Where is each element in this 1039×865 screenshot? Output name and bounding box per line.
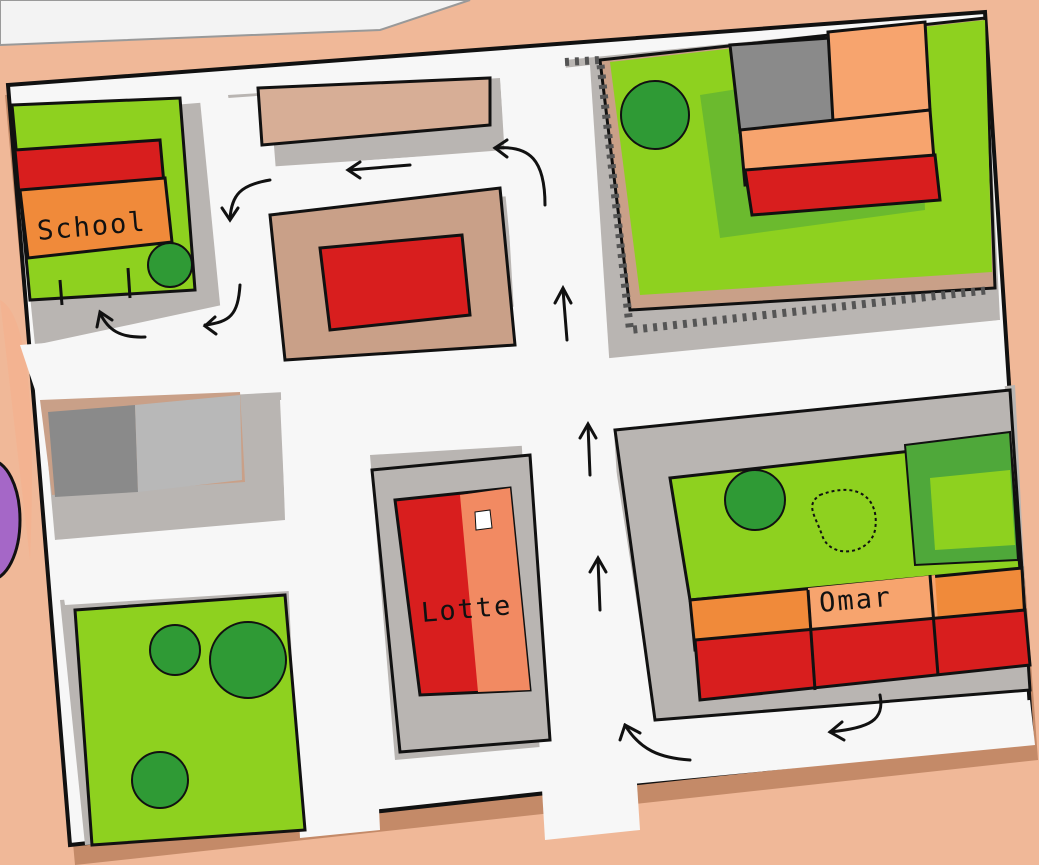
- arrow-icon: [202, 283, 242, 336]
- omar-label: Omar: [818, 582, 893, 619]
- tree-icon: [147, 242, 193, 288]
- lotte-house-side: [460, 488, 530, 692]
- arrow-icon: [220, 178, 272, 223]
- bottom-road: [560, 700, 1035, 790]
- arrow-icon: [618, 722, 692, 762]
- center-block: [268, 186, 517, 362]
- school-roof-orange: [18, 176, 174, 260]
- east-road: [590, 320, 1005, 430]
- omar-house: [693, 608, 1032, 702]
- purple-shape: [0, 461, 22, 579]
- tree-icon: [131, 751, 189, 809]
- arrow-icon: [95, 309, 147, 339]
- pond-icon: [811, 489, 877, 553]
- fence: [564, 55, 991, 335]
- school-lane: [200, 95, 290, 355]
- school-block: School: [10, 96, 197, 306]
- gray-building-light: [135, 395, 242, 492]
- gray-building-dark: [48, 405, 138, 497]
- arrow-icon: [827, 693, 883, 742]
- ne-gray-roof: [728, 36, 837, 134]
- tree-icon: [724, 469, 786, 531]
- arrow-icon: [578, 420, 598, 477]
- ne-orange-roof: [826, 20, 932, 124]
- route-arrows: [95, 138, 883, 762]
- north-east-block: [564, 16, 997, 335]
- south-west-lane: [55, 525, 305, 605]
- west-gray-block: [40, 392, 245, 497]
- south-road: [280, 398, 380, 838]
- notebook-paper: [0, 0, 471, 47]
- center-red-building: [318, 233, 472, 332]
- arrow-icon: [492, 138, 547, 207]
- arrow-icon: [588, 554, 608, 612]
- ne-red-roof: [743, 153, 942, 217]
- tree-icon: [149, 624, 201, 676]
- arrow-icon: [345, 160, 412, 180]
- north-lot: [256, 76, 492, 147]
- lotte-block: Lotte: [370, 453, 552, 754]
- tree-icon: [209, 621, 287, 699]
- omar-block: Omar: [613, 388, 1032, 722]
- south-west-park: [73, 593, 307, 847]
- tree-icon: [620, 80, 690, 150]
- arrow-icon: [553, 284, 573, 342]
